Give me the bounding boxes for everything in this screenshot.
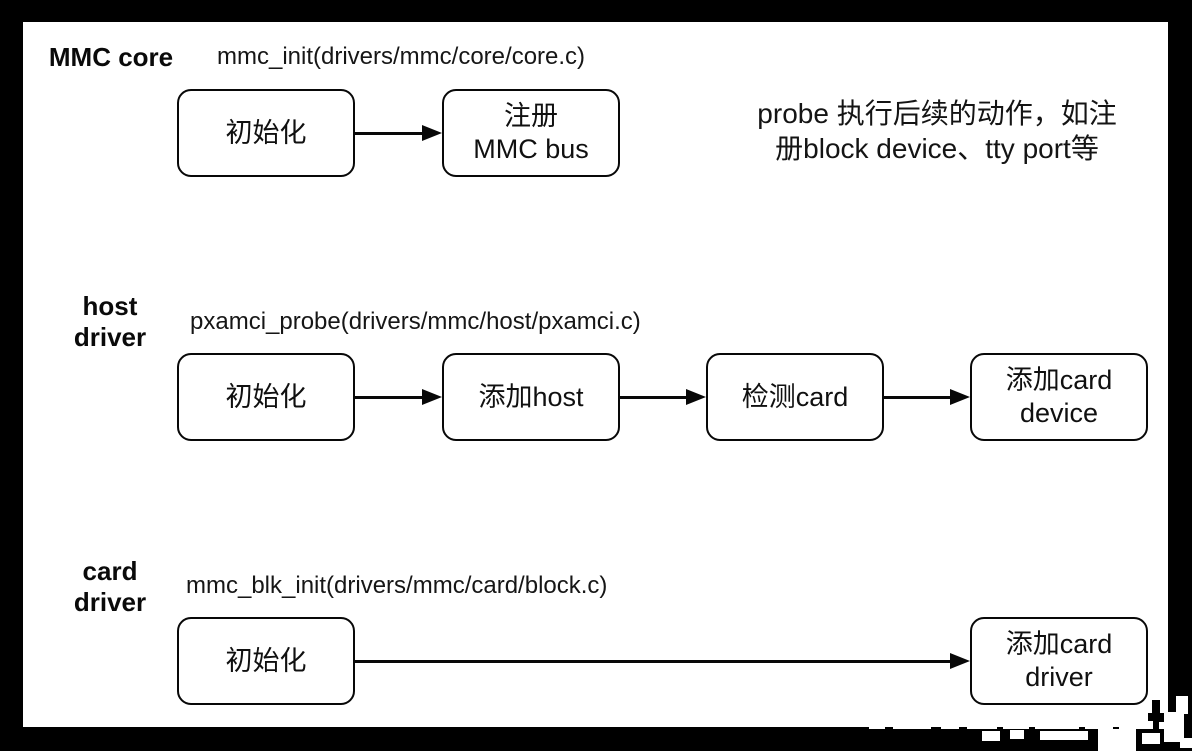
row-label-host-driver: host driver [73, 291, 147, 352]
row-function-mmc-init: mmc_init(drivers/mmc/core/core.c) [217, 43, 586, 70]
flow-box-register-mmc-bus: 注册 MMC bus [442, 89, 620, 177]
arrow-line [884, 395, 952, 399]
watermark-noise-block [1180, 738, 1192, 748]
watermark-noise-block [1098, 729, 1136, 751]
arrow-head-icon [950, 389, 970, 405]
flow-box-card-init: 初始化 [177, 617, 355, 705]
arrow-head-icon [422, 125, 442, 141]
arrow-head-icon [950, 653, 970, 669]
flow-box-detect-card: 检测card [706, 353, 884, 441]
watermark-noise-block [1176, 696, 1188, 714]
flow-box-host-init: 初始化 [177, 353, 355, 441]
watermark-noise-block [1142, 733, 1160, 744]
arrow-head-icon [686, 389, 706, 405]
probe-note-text: probe 执行后续的动作，如注 册block device、tty port等 [757, 98, 1117, 164]
arrow-line [355, 659, 952, 663]
row-label-card-driver: card driver [73, 556, 147, 617]
arrow-head-icon [422, 389, 442, 405]
arrow-line [355, 131, 424, 135]
watermark-noise-block [1040, 731, 1088, 740]
row-function-pxamci-probe: pxamci_probe(drivers/mmc/host/pxamci.c) [190, 308, 641, 335]
flow-box-core-init: 初始化 [177, 89, 355, 177]
row-function-mmc-blk-init: mmc_blk_init(drivers/mmc/card/block.c) [186, 572, 608, 599]
row-label-mmc-core: MMC core [48, 42, 174, 72]
watermark-noise-block [982, 731, 1000, 741]
flow-box-add-card-device: 添加card device [970, 353, 1148, 441]
flow-box-add-host: 添加host [442, 353, 620, 441]
arrow-line [620, 395, 688, 399]
watermark-noise-block [1010, 730, 1024, 739]
flow-box-add-card-driver: 添加card driver [970, 617, 1148, 705]
arrow-line [355, 395, 424, 399]
